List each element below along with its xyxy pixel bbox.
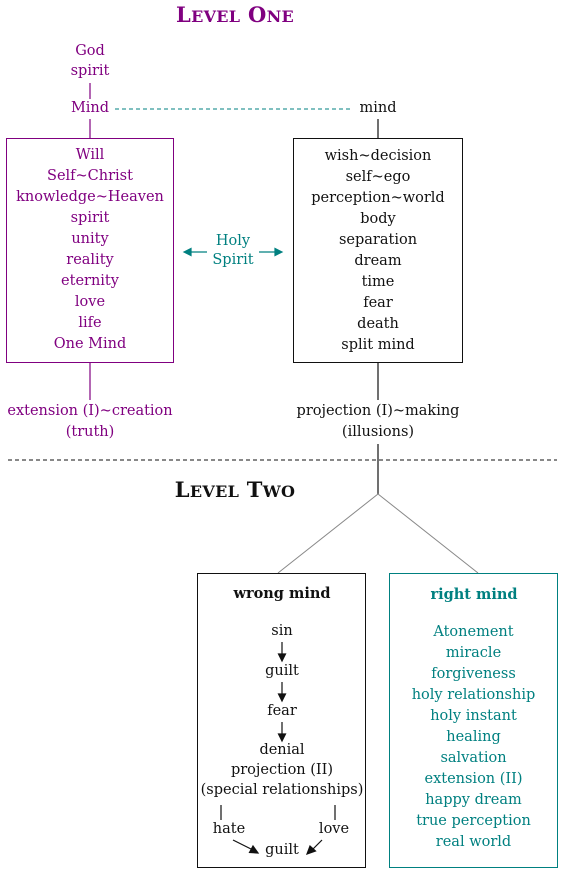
holy-spirit-arrowhead-right [274, 247, 284, 257]
wrong-mind-sin: sin [271, 623, 293, 639]
level-one-right-box: wish~decision self~ego perception~world … [293, 138, 463, 363]
right-mind-box: right mind Atonement miracle forgiveness… [389, 573, 558, 868]
left-item: reality [66, 252, 114, 268]
right-mind-item: holy instant [430, 708, 517, 724]
wrong-mind-love: love [318, 821, 350, 837]
right-mind-item: extension (II) [424, 771, 523, 787]
right-item: death [357, 316, 399, 332]
right-mind-item: real world [435, 834, 512, 850]
projection-making: projection (I)~making [296, 403, 460, 419]
arrowhead-hate-guilt [248, 844, 260, 854]
left-item: knowledge~Heaven [16, 189, 164, 205]
right-mind-item: healing [446, 729, 501, 745]
arrow-love-guilt [311, 839, 323, 851]
right-item: separation [338, 232, 418, 248]
left-item: life [78, 315, 102, 331]
level-two-heading: LEVEL TWO [174, 477, 296, 502]
holy-spirit-label-2: Spirit [212, 252, 254, 268]
right-item: self~ego [345, 169, 411, 185]
arrowhead-love-guilt [305, 844, 317, 855]
holy-spirit-label-1: Holy [215, 233, 251, 249]
right-mind-item: Atonement [433, 624, 514, 640]
term-mind-lower: mind [359, 100, 397, 116]
extension-creation: extension (I)~creation [7, 403, 173, 419]
term-spirit: spirit [70, 63, 110, 79]
level-one-left-box: Will Self~Christ knowledge~Heaven spirit… [6, 138, 174, 363]
holy-spirit-arrowhead-left [182, 247, 192, 257]
right-item: wish~decision [324, 148, 432, 164]
wrong-mind-box [197, 573, 366, 868]
illusions-label: (illusions) [341, 424, 415, 440]
right-mind-item: holy relationship [411, 687, 536, 703]
left-item: love [74, 294, 106, 310]
right-item: perception~world [311, 190, 445, 206]
arrowhead-guilt-fear [277, 693, 287, 703]
left-item: eternity [61, 273, 119, 289]
right-item: dream [354, 253, 402, 269]
wrong-mind-title: wrong mind [233, 585, 331, 602]
wrong-mind-special-relationships: (special relationships) [200, 782, 364, 798]
right-mind-item: forgiveness [431, 666, 516, 682]
right-mind-item: salvation [440, 750, 507, 766]
left-item: Self~Christ [47, 168, 133, 184]
wrong-mind-guilt-end: guilt [265, 842, 299, 858]
level-one-heading: LEVEL ONE [176, 2, 294, 27]
right-item: split mind [341, 337, 415, 353]
right-item: body [360, 211, 396, 227]
right-mind-item: miracle [445, 645, 502, 661]
right-mind-list: Atonement miracle forgiveness holy relat… [390, 622, 557, 853]
left-item: unity [71, 231, 109, 247]
right-box-list: wish~decision self~ego perception~world … [294, 146, 462, 356]
truth-label: (truth) [65, 424, 115, 440]
arrowhead-sin-guilt [277, 653, 287, 663]
wrong-mind-denial: denial [259, 742, 305, 758]
right-mind-item: happy dream [425, 792, 522, 808]
right-item: fear [363, 295, 393, 311]
line-split-right [377, 493, 479, 574]
left-item: Will [75, 147, 105, 163]
term-god: God [75, 43, 105, 59]
line-split-wrong [277, 493, 379, 574]
wrong-mind-fear: fear [267, 703, 297, 719]
left-item: spirit [70, 210, 110, 226]
arrowhead-fear-denial [277, 733, 287, 743]
wrong-mind-guilt: guilt [265, 663, 299, 679]
left-box-list: Will Self~Christ knowledge~Heaven spirit… [7, 145, 173, 355]
wrong-mind-projection: projection (II) [230, 762, 334, 778]
wrong-mind-hate: hate [212, 821, 246, 837]
right-item: time [361, 274, 395, 290]
arrow-hate-guilt [232, 839, 254, 851]
left-item: One Mind [53, 336, 127, 352]
right-mind-title: right mind [430, 586, 518, 603]
right-mind-item: true perception [416, 813, 531, 829]
term-mind-upper: Mind [70, 100, 110, 116]
